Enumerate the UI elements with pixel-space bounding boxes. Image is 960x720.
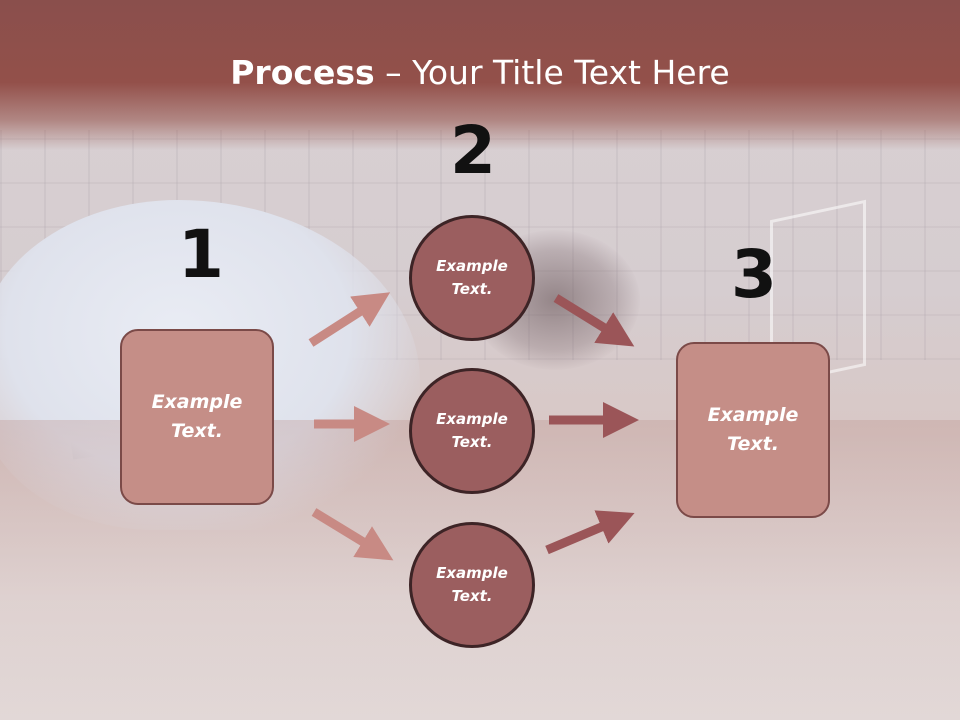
arrow-top-to-3 [553, 294, 635, 347]
step-number-3: 3 [731, 236, 777, 313]
step-box-1: Example Text. [120, 329, 274, 505]
title-bar [0, 0, 960, 150]
step-box-1-label: Example Text. [151, 391, 243, 442]
step-circle-top: Example Text. [409, 215, 535, 341]
step-number-1: 1 [178, 216, 224, 293]
title-bold: Process [230, 53, 375, 92]
step-circle-middle-label: Example Text. [436, 410, 508, 451]
step-circle-top-label: Example Text. [436, 257, 508, 298]
step-number-2: 2 [450, 112, 496, 189]
step-circle-bottom-label: Example Text. [436, 564, 508, 605]
step-circle-bottom: Example Text. [409, 522, 535, 648]
slide-title: Process – Your Title Text Here [0, 53, 960, 92]
arrow-1-to-bottom [311, 508, 394, 561]
title-rest: – Your Title Text Here [374, 53, 730, 92]
step-box-3-label: Example Text. [707, 404, 799, 455]
arrow-1-to-top [308, 292, 391, 347]
arrow-bottom-to-3 [545, 510, 635, 555]
step-circle-middle: Example Text. [409, 368, 535, 494]
step-box-3: Example Text. [676, 342, 830, 518]
